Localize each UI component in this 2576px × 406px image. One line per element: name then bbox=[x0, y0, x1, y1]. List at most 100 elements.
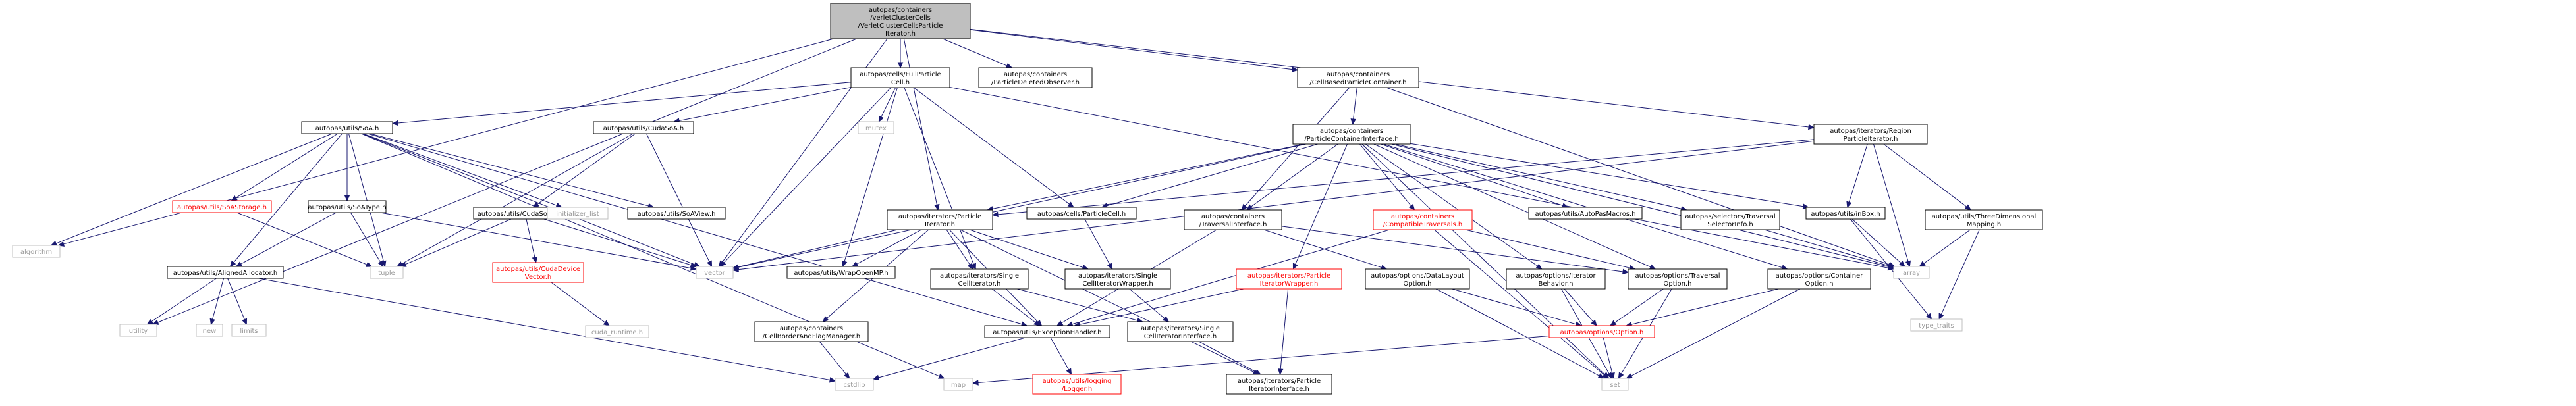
arrowhead bbox=[377, 260, 384, 268]
include-edge-threedim-to-array bbox=[1919, 229, 1971, 267]
node-box bbox=[1893, 266, 1930, 279]
node-box bbox=[1032, 374, 1122, 395]
arrowhead bbox=[532, 201, 539, 208]
node-particleiteratorwrapper[interactable]: autopas/iterators/ParticleIteratorWrappe… bbox=[1236, 268, 1342, 290]
node-label-line: /CellBorderAndFlagManager.h bbox=[763, 333, 861, 340]
node-label-line: ParticleIterator.h bbox=[1844, 136, 1898, 143]
node-particleiterator[interactable]: autopas/iterators/ParticleIterator.h bbox=[887, 209, 993, 230]
node-label-line: limits bbox=[240, 328, 258, 335]
arrowhead bbox=[366, 261, 373, 267]
node-cellbased[interactable]: autopas/containers/CellBasedParticleCont… bbox=[1297, 67, 1419, 88]
node-array: array bbox=[1893, 266, 1930, 279]
node-box bbox=[492, 262, 584, 283]
arrowhead bbox=[1056, 320, 1064, 326]
node-alignedallocator[interactable]: autopas/utils/AlignedAllocator.h bbox=[167, 266, 284, 279]
node-singlecelliteratorwrapper[interactable]: autopas/iterators/SingleCellIteratorWrap… bbox=[1064, 268, 1171, 290]
node-wrapopenmp[interactable]: autopas/utils/WrapOpenMP.h bbox=[786, 266, 896, 279]
node-box bbox=[1292, 124, 1411, 145]
node-particleiteratorinterface[interactable]: autopas/iterators/ParticleIteratorInterf… bbox=[1226, 374, 1332, 395]
node-label-line: Vector.h bbox=[525, 274, 551, 281]
node-box bbox=[1365, 268, 1470, 290]
node-selectorsinfo[interactable]: autopas/selectors/TraversalSelectorInfo.… bbox=[1680, 209, 1780, 230]
include-edge-particleiterator-to-particleiteratorinterface bbox=[960, 229, 1260, 375]
node-box bbox=[12, 245, 61, 258]
node-box bbox=[547, 207, 609, 220]
node-box bbox=[835, 378, 874, 391]
node-label-line: autopas/utils/inBox.h bbox=[1811, 211, 1880, 218]
node-label-line: initializer_list bbox=[556, 211, 599, 218]
node-box bbox=[858, 121, 894, 134]
node-compatibletraversals[interactable]: autopas/containers/CompatibleTraversals.… bbox=[1373, 209, 1473, 230]
include-edge-fullparticlecell-to-particlecell bbox=[913, 87, 1074, 208]
node-label-line: autopas/utils/SoAView.h bbox=[638, 211, 716, 218]
node-exceptionhandler[interactable]: autopas/utils/ExceptionHandler.h bbox=[984, 325, 1110, 338]
node-box bbox=[1910, 318, 1963, 332]
node-label-line: /verletClusterCells bbox=[870, 14, 931, 22]
node-inbox[interactable]: autopas/utils/inBox.h bbox=[1805, 207, 1886, 220]
node-box bbox=[1767, 268, 1871, 290]
node-label-line: cuda_runtime.h bbox=[591, 329, 643, 336]
node-traversalinterface[interactable]: autopas/containers/TraversalInterface.h bbox=[1184, 209, 1282, 230]
arrowhead bbox=[146, 318, 153, 325]
include-edge-fullparticlecell-to-array bbox=[949, 86, 1895, 271]
node-box bbox=[301, 121, 393, 134]
include-edge-soa-to-soatype bbox=[344, 134, 350, 202]
include-edge-singlecelliterator-to-exceptionhandler bbox=[992, 288, 1041, 326]
node-label-line: Cell.h bbox=[891, 79, 910, 86]
include-edge-compatibletraversals-to-set bbox=[1434, 229, 1609, 379]
arrowhead bbox=[732, 264, 740, 270]
node-label-line: /Logger.h bbox=[1062, 386, 1092, 393]
node-label-line: tuple bbox=[378, 270, 395, 277]
arrowhead bbox=[344, 195, 350, 202]
node-label-line: autopas/options/Option.h bbox=[1560, 329, 1644, 336]
include-edge-particleiterator-to-vector bbox=[732, 229, 898, 270]
node-label-line: Mapping.h bbox=[1967, 221, 2001, 228]
node-particledeletedobserver[interactable]: autopas/containers/ParticleDeletedObserv… bbox=[978, 67, 1093, 88]
arrowhead bbox=[872, 374, 880, 380]
node-singlecelliteratorinterface[interactable]: autopas/iterators/SingleCellIteratorInte… bbox=[1127, 321, 1234, 342]
node-label-line: autopas/utils/SoA.h bbox=[315, 125, 379, 132]
include-edge-region-to-inbox bbox=[1846, 143, 1868, 209]
include-edge-soa-to-soastorage bbox=[231, 133, 339, 201]
node-label-line: type_traits bbox=[1919, 322, 1954, 330]
node-soatype[interactable]: autopas/utils/SoAType.h bbox=[308, 200, 387, 213]
node-box bbox=[585, 325, 649, 338]
node-particlecell[interactable]: autopas/cells/ParticleCell.h bbox=[1026, 207, 1137, 220]
node-logger[interactable]: autopas/utils/logging/Logger.h bbox=[1032, 374, 1122, 395]
include-edge-pci-to-inbox bbox=[1410, 143, 1809, 209]
node-soaview[interactable]: autopas/utils/SoAView.h bbox=[627, 207, 726, 220]
node-option[interactable]: autopas/options/Option.h bbox=[1548, 325, 1655, 338]
node-label-line: IteratorInterface.h bbox=[1249, 386, 1309, 393]
node-label-line: autopas/options/DataLayout bbox=[1371, 272, 1464, 280]
include-edge-soa-to-algorithm bbox=[50, 133, 333, 246]
node-init_list: initializer_list bbox=[547, 207, 609, 220]
node-root[interactable]: autopas/containers/verletClusterCells/Ve… bbox=[830, 3, 971, 39]
node-label-line: autopas/iterators/Region bbox=[1830, 128, 1911, 135]
node-pci[interactable]: autopas/containers/ParticleContainerInte… bbox=[1292, 124, 1411, 145]
node-utility: utility bbox=[119, 324, 157, 337]
arrowhead bbox=[1591, 319, 1597, 326]
node-region[interactable]: autopas/iterators/RegionParticleIterator… bbox=[1813, 124, 1928, 145]
node-soastorage[interactable]: autopas/utils/SoAStorage.h bbox=[172, 200, 272, 213]
arrowhead bbox=[1622, 268, 1630, 275]
node-label-line: IteratorWrapper.h bbox=[1260, 280, 1319, 288]
include-edge-particleiteratorwrapper-to-particleiteratorinterface bbox=[1277, 288, 1289, 376]
node-autopasmacros[interactable]: autopas/utils/AutoPasMacros.h bbox=[1528, 207, 1643, 220]
node-label-line: autopas/containers bbox=[1320, 128, 1383, 135]
include-edge-particleiteratorwrapper-to-exceptionhandler bbox=[1074, 288, 1244, 328]
node-label-line: autopas/iterators/Particle bbox=[898, 213, 981, 220]
node-box bbox=[887, 209, 993, 230]
node-cudasoa[interactable]: autopas/utils/CudaSoA.h bbox=[593, 121, 694, 134]
node-cellborderflag[interactable]: autopas/containers/CellBorderAndFlagMana… bbox=[754, 321, 869, 342]
node-soa[interactable]: autopas/utils/SoA.h bbox=[301, 121, 393, 134]
node-limits: limits bbox=[231, 324, 267, 337]
